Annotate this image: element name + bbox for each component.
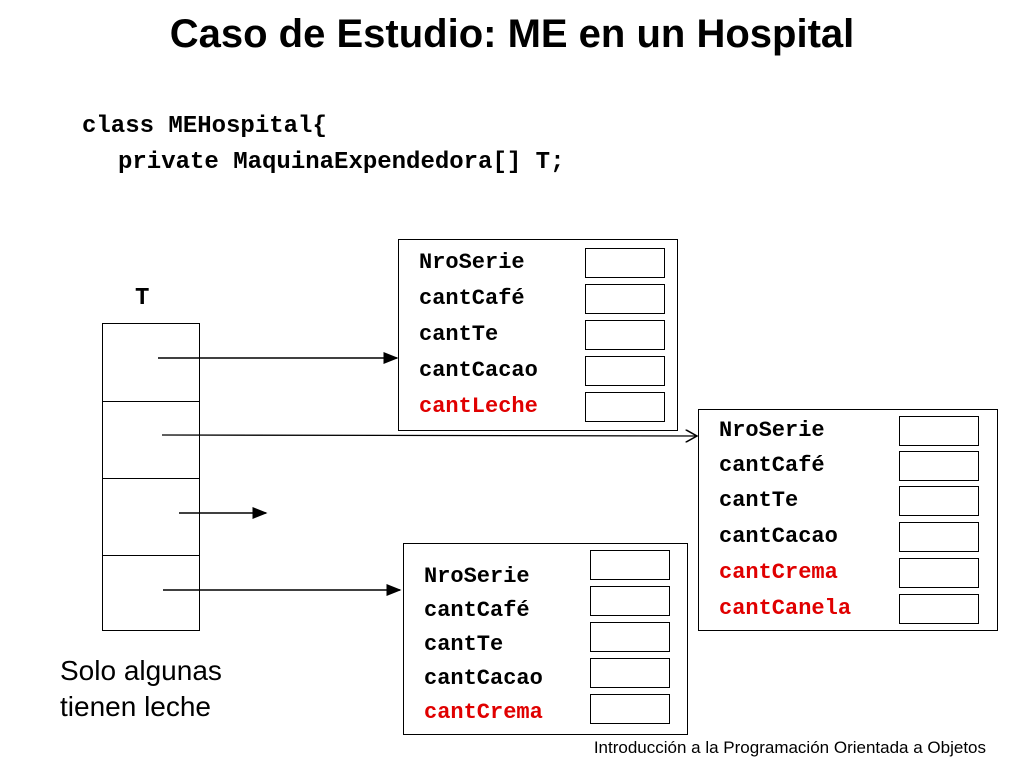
field-value-box <box>590 694 670 724</box>
machine-field: cantTe <box>419 320 665 350</box>
field-value-box <box>590 550 670 580</box>
field-label: cantCafé <box>719 453 825 478</box>
field-value-box <box>590 622 670 652</box>
machine-field: cantCacao <box>419 356 665 386</box>
machine-object-3: NroSerie cantCafé cantTe cantCacao cantC… <box>403 543 688 735</box>
machine-field: NroSerie <box>719 416 979 446</box>
array-cell <box>103 401 199 479</box>
field-label: cantCafé <box>419 286 525 311</box>
field-label: NroSerie <box>424 564 530 589</box>
field-label: cantCacao <box>719 524 838 549</box>
field-value-box <box>585 356 665 386</box>
machine-object-1: NroSerie cantCafé cantTe cantCacao cantL… <box>398 239 678 431</box>
field-value-box <box>899 522 979 552</box>
field-value-box <box>590 658 670 688</box>
machine-field: cantCafé <box>424 586 670 626</box>
field-value-box <box>899 451 979 481</box>
note-line-1: Solo algunas <box>60 655 222 686</box>
field-value-box <box>590 586 670 616</box>
field-value-box <box>585 320 665 350</box>
machine-field: cantCacao <box>719 522 979 552</box>
side-note: Solo algunas tienen leche <box>60 653 222 725</box>
note-line-2: tienen leche <box>60 691 212 722</box>
field-label: cantTe <box>719 488 799 513</box>
field-label: cantCrema <box>424 700 543 725</box>
array-label: T <box>135 285 150 312</box>
machine-field: cantCafé <box>419 284 665 314</box>
footer-text: Introducción a la Programación Orientada… <box>593 738 986 757</box>
machine-field: NroSerie <box>419 248 665 278</box>
array-t <box>102 323 200 631</box>
machine-field: NroSerie <box>424 550 670 592</box>
arrow-to-machine-2 <box>161 435 697 436</box>
slide-title: Caso de Estudio: ME en un Hospital <box>169 12 855 56</box>
field-value-box <box>899 486 979 516</box>
machine-field: cantLeche <box>419 392 665 422</box>
code-field-declaration: private MaquinaExpendedora[] T; <box>118 149 565 176</box>
machine-field: cantTe <box>719 486 979 516</box>
field-label: cantLeche <box>419 394 538 419</box>
array-cell <box>103 478 199 556</box>
field-label: cantCafé <box>424 598 530 623</box>
field-label: cantCacao <box>424 666 543 691</box>
field-value-box <box>899 594 979 624</box>
field-value-box <box>585 392 665 422</box>
code-class-declaration: class MEHospital{ <box>82 113 327 140</box>
field-label: cantCanela <box>719 596 852 621</box>
field-value-box <box>899 416 979 446</box>
field-value-box <box>585 284 665 314</box>
machine-field: cantCrema <box>424 694 670 728</box>
machine-field: cantCrema <box>719 558 979 588</box>
field-label: NroSerie <box>419 250 525 275</box>
machine-field: cantCafé <box>719 451 979 481</box>
field-label: cantCacao <box>419 358 538 383</box>
machine-field: cantCacao <box>424 658 670 694</box>
field-label: NroSerie <box>719 418 825 443</box>
field-value-box <box>585 248 665 278</box>
field-label: cantTe <box>424 632 504 657</box>
array-cell <box>103 324 199 402</box>
machine-field: cantCanela <box>719 594 979 624</box>
machine-object-2: NroSerie cantCafé cantTe cantCacao cantC… <box>698 409 998 631</box>
field-label: cantCrema <box>719 560 838 585</box>
field-label: cantTe <box>419 322 499 347</box>
machine-field: cantTe <box>424 622 670 660</box>
field-value-box <box>899 558 979 588</box>
